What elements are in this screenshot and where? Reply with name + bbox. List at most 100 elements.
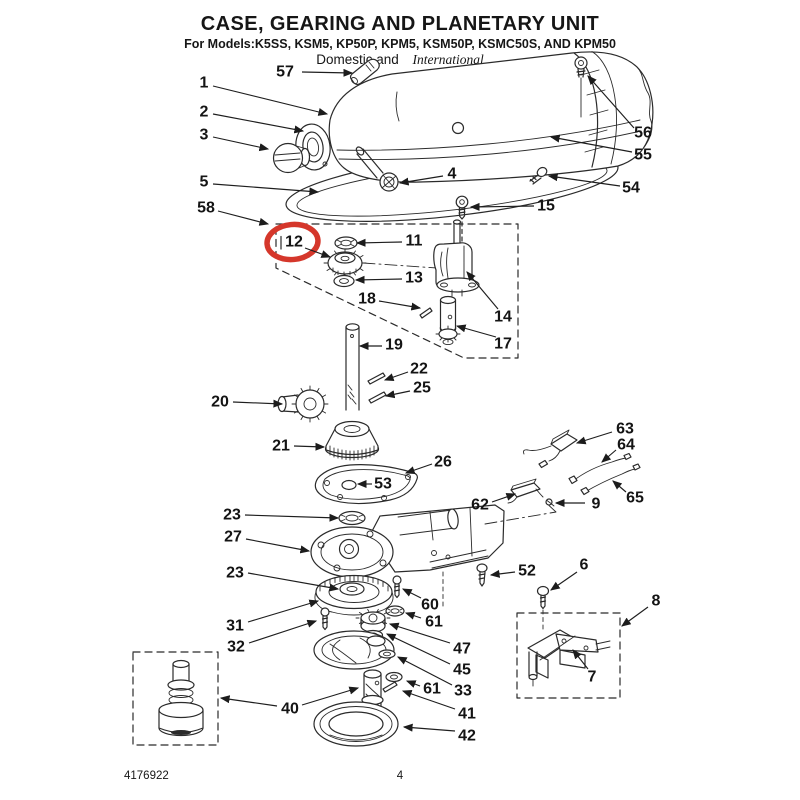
part-label-31: 31	[226, 618, 244, 635]
wire-65-art	[580, 463, 641, 496]
part-label-65: 65	[626, 490, 644, 507]
leader-line-63	[575, 431, 613, 445]
leader-line-23	[244, 513, 340, 522]
models-subtitle: For Models:K5SS, KSM5, KP50P, KPM5, KSM5…	[184, 37, 616, 51]
leader-line-5	[212, 183, 320, 196]
leader-line-12	[304, 247, 332, 258]
pin-25-art	[368, 391, 387, 404]
screw-54-art	[529, 166, 548, 185]
part-label-11: 11	[406, 233, 423, 250]
leader-line-58	[217, 210, 270, 226]
leader-line-42	[402, 723, 456, 732]
leader-line-15	[469, 202, 535, 211]
highlight-ellipse-part-12	[264, 221, 321, 263]
mixer-body-art	[328, 51, 654, 183]
leader-line-32	[248, 619, 318, 644]
leader-line-61	[404, 611, 422, 620]
leader-line-18	[378, 300, 422, 311]
washer-13-art	[333, 274, 355, 288]
part-label-42: 42	[458, 728, 476, 745]
part-label-14: 14	[494, 309, 512, 326]
planetary-shield-art	[313, 630, 396, 670]
screw-6-art	[536, 585, 550, 633]
leader-line-57	[301, 68, 354, 77]
leader-line-26	[404, 463, 433, 474]
leader-line-65	[612, 480, 627, 493]
part-label-61: 61	[425, 614, 443, 631]
beater-shaft-and-bolt-art	[355, 146, 399, 192]
part-label-8: 8	[652, 593, 661, 610]
leader-line-47	[388, 622, 451, 644]
leader-line-52	[489, 569, 516, 578]
pinion-shaft-17-art	[435, 295, 461, 346]
foot-assembly-art	[158, 659, 204, 737]
screw-60-art	[392, 575, 402, 599]
leader-line-33	[396, 656, 453, 686]
shaft-19-art	[345, 323, 360, 411]
leader-line-1	[212, 85, 329, 116]
leader-line-13	[354, 275, 403, 284]
part-label-52: 52	[518, 563, 536, 580]
part-label-9: 9	[592, 496, 601, 513]
screw-56-art	[574, 56, 588, 118]
leader-line-22	[383, 371, 409, 381]
capacitor-62-art	[507, 478, 544, 504]
page-number: 4	[396, 770, 404, 782]
hub-knob-art	[272, 142, 311, 174]
part-label-53: 53	[374, 476, 392, 493]
part-label-45: 45	[453, 662, 471, 679]
detail-box-switch	[516, 612, 621, 699]
leader-line-40	[301, 686, 360, 706]
part-label-6: 6	[580, 557, 589, 574]
part-label-20: 20	[211, 394, 229, 411]
planetary-carrier-14-art	[433, 219, 480, 297]
pin-22-art	[367, 372, 386, 385]
screw-9-art	[545, 498, 555, 507]
wire-64-art	[568, 452, 632, 485]
part-label-58: 58	[197, 200, 215, 217]
screw-32-art	[320, 607, 330, 631]
center-gear-21-art	[324, 420, 380, 461]
part-label-5: 5	[200, 174, 209, 191]
part-label-56: 56	[634, 125, 652, 142]
page-title: CASE, GEARING AND PLANETARY UNIT	[200, 13, 600, 35]
part-label-63: 63	[616, 421, 634, 438]
leader-line-55	[549, 134, 633, 153]
leader-line-56	[587, 75, 635, 129]
part-label-54: 54	[622, 180, 640, 197]
part-label-25: 25	[413, 380, 431, 397]
part-label-40: 40	[281, 701, 299, 718]
part-label-55: 55	[634, 147, 652, 164]
document-number: 4176922	[124, 770, 169, 782]
leader-line-11	[355, 238, 403, 247]
part-label-13: 13	[405, 270, 423, 287]
solenoid-63-art	[523, 429, 578, 469]
switch-assembly-7-art	[527, 629, 611, 687]
market-international-label: International	[412, 52, 484, 68]
leader-line-23	[247, 572, 340, 592]
part-label-12: 12	[285, 234, 303, 251]
part-label-23: 23	[223, 507, 241, 524]
leader-line-60	[401, 588, 422, 599]
leader-line-40	[219, 695, 278, 707]
part-label-3: 3	[200, 127, 209, 144]
detail-box-planetary	[275, 223, 519, 359]
part-label-22: 22	[410, 361, 428, 378]
pinion-47-45-stack-art	[355, 608, 391, 641]
leader-line-54	[547, 173, 621, 187]
part-label-61: 61	[423, 681, 441, 698]
leader-line-20	[232, 399, 284, 408]
part-label-60: 60	[421, 597, 439, 614]
washer-23-upper-art	[338, 510, 366, 526]
leader-line-8	[621, 606, 649, 627]
leader-line-64	[601, 449, 617, 463]
leader-line-3	[212, 136, 270, 152]
part-label-64: 64	[617, 437, 635, 454]
leader-line-45	[385, 633, 451, 665]
part-label-2: 2	[200, 104, 209, 121]
leader-line-25	[384, 390, 411, 399]
part-label-26: 26	[434, 454, 452, 471]
leader-line-6	[550, 571, 578, 591]
leader-line-14	[466, 271, 499, 310]
